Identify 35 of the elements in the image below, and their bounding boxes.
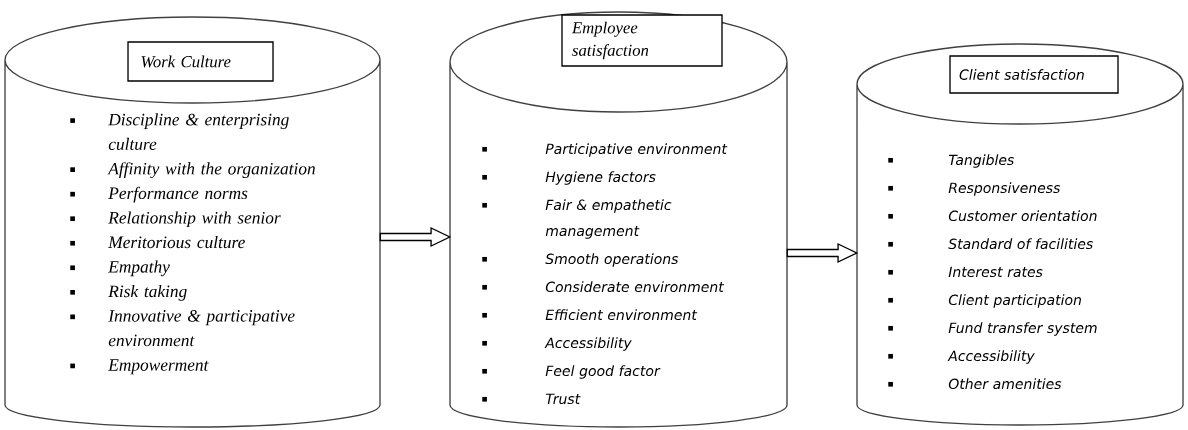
node-label: Tangibles [948,154,1015,168]
node-label: Innovative & participative environment [108,310,295,347]
node-label: Fair & empathetic management [545,199,672,239]
node-label: Customer orientation [948,210,1097,222]
arrow [379,226,452,248]
title-box: Employee satisfaction [561,14,723,67]
arrow [786,242,859,264]
node-label: Hygiene factors [545,171,656,185]
node-label: Fund transfer system [948,322,1097,336]
node-label: Affinity with the organization [107,162,315,179]
node-label: Smooth operations [545,253,679,267]
node-label: Efficient environment [545,309,698,321]
node-label: Participative environment [545,143,728,157]
node-label: Other amenities [948,378,1062,390]
node-label: Relationship with senior [108,211,281,228]
node-label: Responsiveness [948,182,1061,196]
title-box: Work Culture [127,41,274,82]
bullet-list: Tangibles Responsiveness Customer orientation Standard of facilities Interest rates Client participation Fund transfer system Accessibility Other amenities [888,154,1097,390]
node-label: Standard of facilities [948,238,1093,250]
node-label: Discipline & enterprising culture [108,113,289,151]
node-label: Client participation [948,294,1082,308]
node-label: Feel good factor [545,365,661,379]
node-label: Performance norms [108,186,248,203]
node-label: Considerate environment [545,281,725,293]
node-label: Empowerment [108,359,209,375]
node-label: Meritorious culture [108,235,245,249]
bullet-list: Participative environment Hygiene factors Fair & empathetic management Smooth operations Considerate environment Efficient environment Accessibility Feel good factor Trust [482,143,728,405]
node-label: Trust [545,393,581,405]
node-label: Risk taking [108,285,187,301]
title-box: Client satisfaction [949,55,1119,94]
node-label: Accessibility [947,350,1035,364]
node-label: Empathy [108,260,170,277]
bullet-list: Discipline & enterprising culture Affinity with the organization Performance norms Relationship with senior Meritorious culture Empathy Risk taking Innovative & participative environment Empowerment [70,113,315,375]
node-label: Accessibility [544,337,632,351]
node-label: Interest rates [948,266,1043,278]
